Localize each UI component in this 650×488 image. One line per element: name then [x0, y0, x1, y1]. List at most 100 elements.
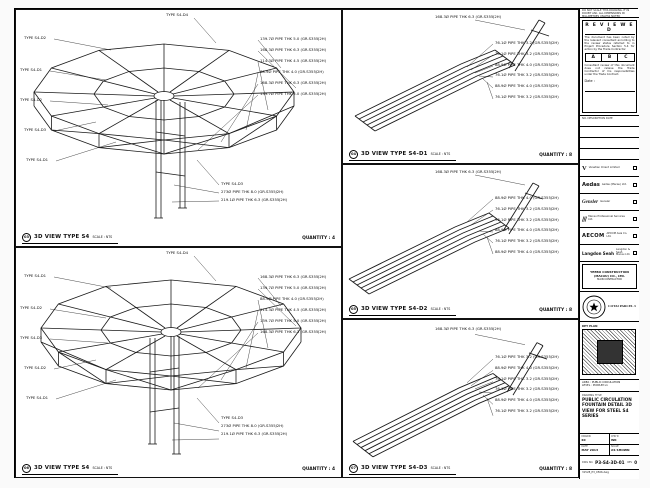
view-title: 3D VIEW TYPE S4-D1 — [361, 151, 428, 158]
annotation-pipe-spec: 168.3Ø PIPE THK 6.3 (GR.S355J2H) — [260, 46, 327, 52]
annotation-pipe-spec: 88.9Ø PIPE THK 4.0 (GR.S355J2H) — [495, 83, 559, 89]
date-label: Date : — [584, 79, 635, 92]
annotation-type: TYPE S4-D1 — [20, 67, 43, 72]
annotation-pipe-spec: 168.3Ø PIPE THK 6.3 (GR.S355J2H) — [435, 326, 502, 331]
annotation-pipe-spec: 139.7Ø PIPE THK 5.0 (GR.S355J2H) — [260, 36, 327, 41]
drawing-title-line: FOUNTAIN DETAIL 3D — [582, 402, 632, 408]
annotation-pipe-spec: 273Ø PIPE THK 8.0 (GR.S355J2H) — [221, 422, 284, 428]
annotation-pipe-spec: 76.1Ø PIPE THK 3.2 (GR.S355J2H) — [495, 407, 559, 413]
annotation-pipe-spec: 114.3Ø PIPE THK 4.5 (GR.S355J2H) — [260, 57, 327, 63]
contractor-name-line2: (MACAU) CO., LTD. — [593, 274, 626, 279]
status-option-c: C — [624, 55, 628, 61]
sheet-note: DO NOT SCALE THIS DRAWING. IF IN DOUBT A… — [580, 9, 639, 18]
view-scale: SCALE : NTS — [430, 466, 451, 471]
contractor-role: MAIN CONTRACTOR — [597, 278, 622, 282]
annotation-pipe-spec: 76.1Ø PIPE THK 3.2 (GR.S355J2H) — [495, 72, 559, 78]
annotation-pipe-spec: TYPE S4-D3 — [221, 415, 244, 420]
view-title: 3D VIEW TYPE S4 — [34, 465, 90, 472]
view-title: 3D VIEW TYPE S4 — [34, 234, 90, 241]
consultant-row-aedas: Aedas Aedas (Macau) Ltd. — [580, 177, 639, 194]
reviewed-body: The document has been noted by the relev… — [584, 34, 635, 52]
annotation-type: TYPE S4-D3 — [24, 127, 47, 132]
annotation-type: TYPE S4-D3 — [20, 335, 43, 340]
aedas-logo: Aedas — [582, 182, 600, 188]
caption-left-group: 03 3D VIEW TYPE S4 SCALE : NTS — [22, 232, 119, 245]
meta-value: WK — [611, 437, 617, 442]
view-quantity: QUANTITY : 4 — [302, 467, 335, 472]
revision-row — [580, 127, 639, 138]
meta-label: DRAWN — [581, 434, 591, 438]
consultant-row-mps: /// Macau Professional Services Ltd. — [580, 211, 639, 228]
view-scale: SCALE : NTS — [92, 466, 113, 471]
review-checkbox — [632, 233, 637, 239]
drawing-title-label: DRAWING TITLE — [582, 394, 602, 397]
drawing-meta: DRAWN KC CHK'D WK DATE MAY 2013 SCALE AS… — [580, 434, 639, 456]
annotation-pipe-spec: 88.9Ø PIPE THK 4.0 (GR.S355J2H) — [260, 68, 324, 74]
annotation-pipe-spec: 76.1Ø PIPE THK 3.2 (GR.S355J2H) — [495, 354, 559, 359]
contractor-name-line1: YEEBO CONSTRUCTION — [590, 269, 629, 274]
annotation-type: TYPE S4-D2 — [24, 365, 47, 370]
view-quantity: QUANTITY : 8 — [539, 308, 572, 313]
dwg-no-label: DWG NO. — [582, 461, 594, 464]
meta-value: MAY 2013 — [581, 448, 599, 452]
view-caption: 06 3D VIEW TYPE S4 SCALE : NTS QUANTITY … — [16, 462, 341, 477]
key-plan-map — [582, 329, 636, 375]
reviewed-stamp: R E V I E W E D The document has been no… — [580, 18, 639, 116]
meta-value: AS SHOWN — [611, 448, 630, 452]
project-seal-icon — [582, 295, 606, 318]
view-title: 3D VIEW TYPE S4-D2 — [361, 306, 428, 313]
annotation-pipe-spec: 76.1Ø PIPE THK 3.2 (GR.S355J2H) — [495, 50, 559, 56]
rev-value: 0 — [634, 460, 637, 465]
annotation-type: TYPE S4-D2 — [20, 305, 43, 310]
project-seal-row: COTAI PARCEL 3 — [580, 292, 639, 322]
annotation-type: TYPE S4-D1 — [26, 157, 49, 162]
view-quantity: QUANTITY : 4 — [302, 236, 335, 241]
key-plan-label: KEY PLAN — [582, 324, 598, 328]
view-scale: SCALE : NTS — [92, 235, 113, 240]
view-title: 3D VIEW TYPE S4-D3 — [361, 465, 428, 472]
contractor-box: YEEBO CONSTRUCTION (MACAU) CO., LTD. MAI… — [582, 264, 637, 289]
caption-left-group: 07 3D VIEW TYPE S4-D3 SCALE : NTS — [349, 463, 457, 476]
annotation-pipe-spec: 88.9Ø PIPE THK 4.0 (GR.S355J2H) — [495, 364, 559, 370]
view-caption: 03 3D VIEW TYPE S4 SCALE : NTS QUANTITY … — [16, 231, 341, 246]
consultant-name: Gensler — [600, 199, 611, 203]
annotation-type: TYPE S4-D4 — [166, 250, 189, 255]
annotation-stack-bottom: TYPE S4-D3 273Ø PIPE THK 8.0 (GR.S355J2H… — [221, 182, 287, 201]
annotation-stack-right: 76.1Ø PIPE THK 3.2 (GR.S355J2H) 88.9Ø PI… — [495, 355, 559, 413]
meta-label: SCALE — [611, 445, 619, 448]
annotation-type: TYPE S4-D2 — [20, 97, 43, 102]
consultant-name: AECOM Asia Co. Ltd. — [606, 232, 628, 238]
consultant-name: Venetian Orient Limited — [588, 165, 620, 169]
reviewed-disclaimer: Consultant review of this document does … — [584, 62, 635, 77]
consultant-name: Aedas (Macau) Ltd. — [601, 182, 627, 186]
annotation-pipe-spec: 76.1Ø PIPE THK 3.2 (GR.S355J2H) — [495, 238, 559, 244]
drawing-title-line: VIEW FOR STEEL S4 SERIES — [582, 407, 629, 419]
view-scale: SCALE : NTS — [430, 152, 451, 157]
annotation-pipe-spec: 88.9Ø PIPE THK 4.0 (GR.S355J2H) — [495, 248, 559, 254]
consultant-row-gensler: Gensler Gensler — [580, 194, 639, 211]
annotation-type: TYPE S4-D1 — [24, 273, 47, 278]
consultant-row-venetian: V Venetian Orient Limited — [580, 160, 639, 177]
status-option-a: A — [586, 54, 602, 62]
review-checkbox — [632, 165, 637, 171]
venetian-logo: V — [582, 164, 587, 172]
consultant-name: Langdon & Seah Macau Ltd. — [615, 247, 631, 257]
revision-table: NO. DESCRIPTION DATE — [580, 116, 639, 160]
view-number-badge: 06 — [22, 463, 31, 473]
dwg-no-value: P3-S4-3D-01 — [595, 460, 625, 465]
meta-label: DATE — [581, 445, 588, 448]
meta-checked: CHK'D WK — [609, 434, 639, 445]
view-caption: 07 3D VIEW TYPE S4-D3 SCALE : NTS QUANTI… — [343, 462, 578, 477]
consultant-name: Macau Professional Services Ltd. — [588, 215, 625, 221]
location-level: LEVEL : PODIUM L1 — [582, 383, 608, 388]
annotation-pipe-spec: 273Ø PIPE THK 8.0 (GR.S355J2H) — [221, 188, 284, 194]
contractor-stamp: YEEBO CONSTRUCTION (MACAU) CO., LTD. MAI… — [580, 262, 639, 292]
review-checkbox — [632, 216, 637, 222]
view-quantity: QUANTITY : 8 — [539, 467, 572, 472]
gensler-logo: Gensler — [582, 199, 599, 205]
revision-row — [580, 149, 639, 159]
revision-row — [580, 138, 639, 149]
annotation-pipe-spec: 219.1Ø PIPE THK 6.3 (GR.S355J2H) — [221, 196, 288, 202]
review-checkbox — [632, 250, 637, 256]
